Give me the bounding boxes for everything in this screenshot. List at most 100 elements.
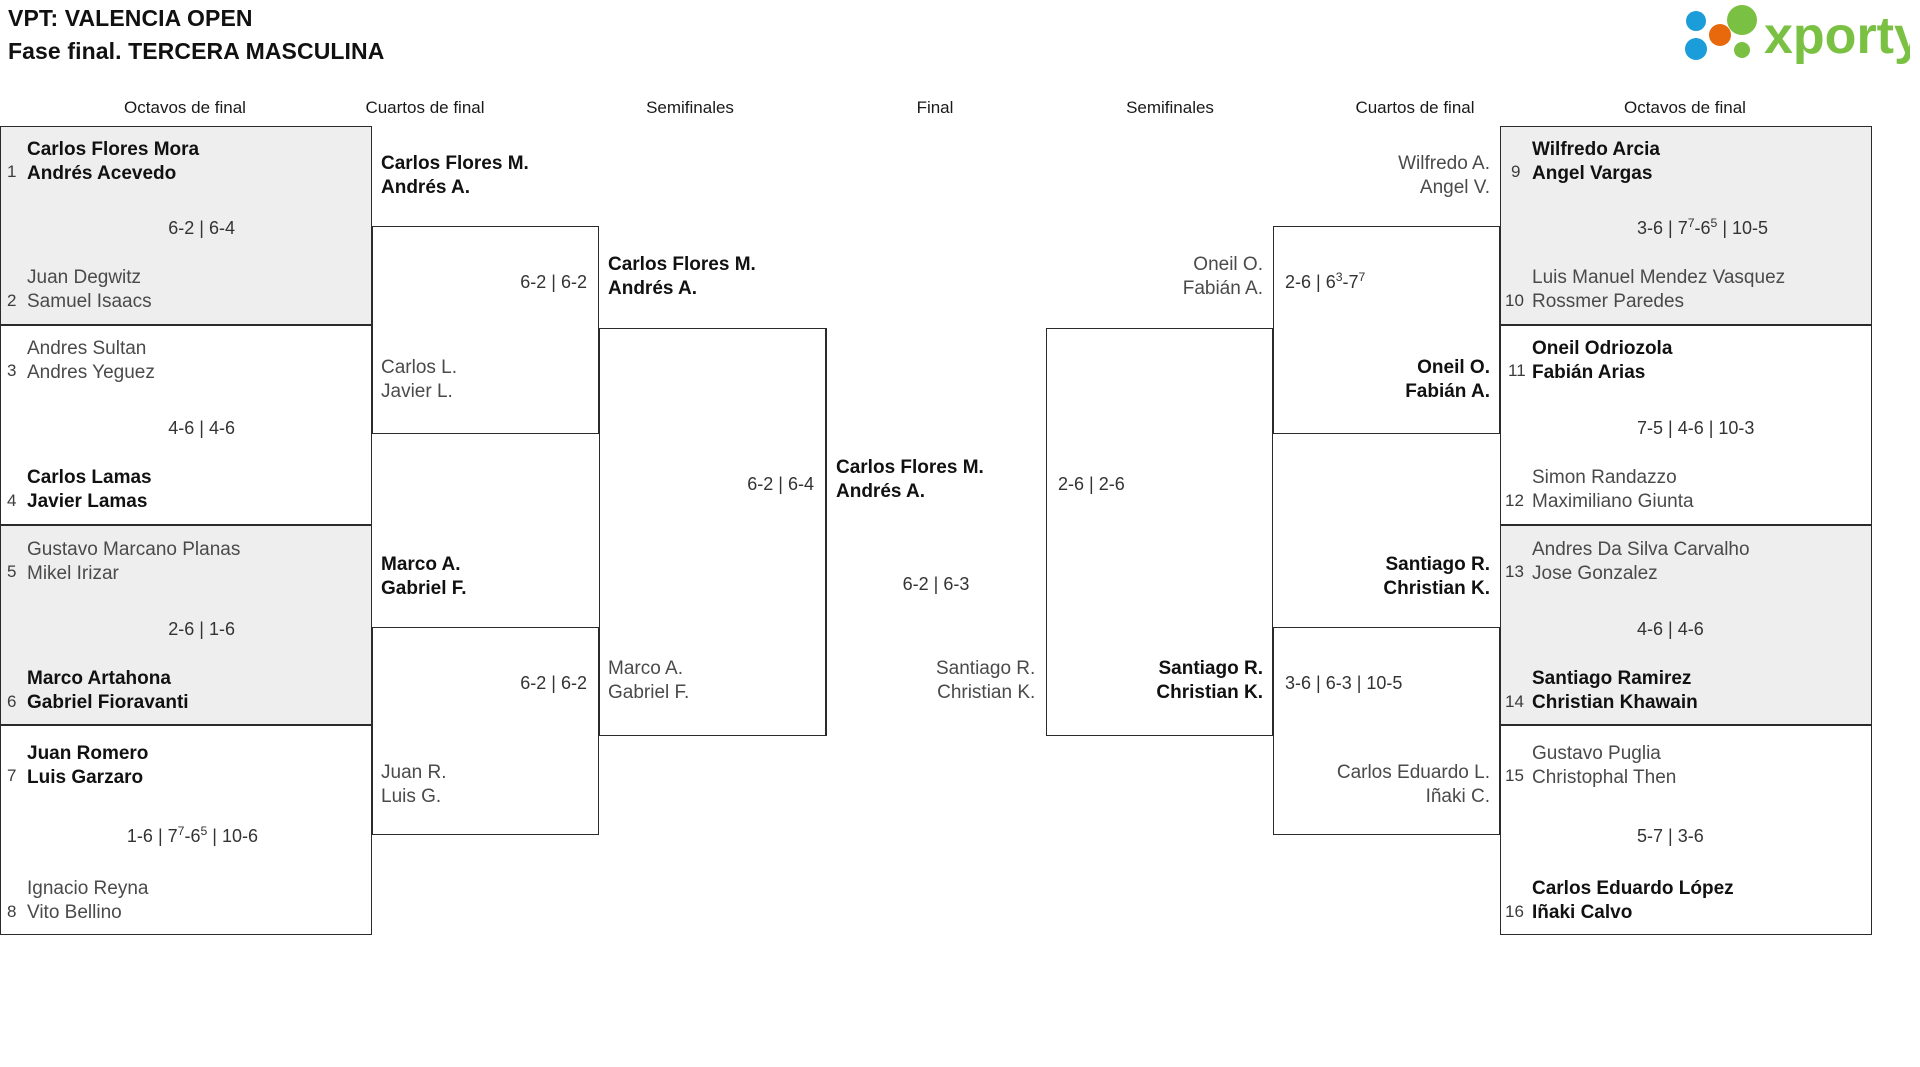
match-box-rsf[interactable]: [1046, 328, 1273, 736]
team-lqf-1-top: Carlos Flores M. Andrés A.: [381, 152, 529, 200]
player-name: Iñaki C.: [1425, 786, 1490, 807]
score-text: 6-2 | 6-4: [747, 474, 814, 494]
score-text: 6-2 | 6-3: [902, 574, 970, 594]
player-name: Gustavo Puglia: [1532, 743, 1661, 764]
player-name: Carlos Eduardo L.: [1336, 762, 1490, 783]
player-name: Gustavo Marcano Planas: [27, 539, 241, 560]
team-rqf-2-bottom: Carlos Eduardo L. Iñaki C.: [1280, 761, 1490, 809]
seed-number-13: 13: [1505, 562, 1524, 581]
seed-number-2: 2: [7, 291, 17, 310]
team-r16-2-top: Oneil Odriozola Fabián Arias: [1532, 337, 1672, 385]
round-label-right-qf: Cuartos de final: [1355, 98, 1475, 117]
team-lqf-1-bottom: Carlos L. Javier L.: [381, 356, 457, 404]
player-name: Christophal Then: [1532, 767, 1677, 788]
match-box-lqf-2[interactable]: [372, 627, 599, 835]
svg-text:xporty: xporty: [1764, 7, 1910, 65]
player-name: Santiago Ramirez: [1532, 668, 1692, 689]
player-name: Fabián A.: [1405, 381, 1490, 402]
seed-number-16: 16: [1505, 902, 1524, 921]
score-r16-2: 7-5 | 4-6 | 10-3: [1637, 418, 1872, 439]
match-box-l16-3[interactable]: [0, 525, 372, 725]
seed-number-6: 6: [7, 692, 17, 711]
match-box-rqf-1[interactable]: [1273, 226, 1500, 434]
team-l16-3-bottom: Marco Artahona Gabriel Fioravanti: [27, 667, 189, 715]
player-name: Carlos Flores M.: [836, 457, 984, 478]
round-label-left-sf: Semifinales: [646, 98, 734, 117]
match-box-l16-2[interactable]: [0, 325, 372, 525]
match-box-r16-4[interactable]: [1500, 725, 1872, 935]
player-name: Marco A.: [608, 658, 683, 679]
score-r16-1: 3-6 | 77-65 | 10-5: [1637, 217, 1872, 239]
score-final: 6-2 | 6-3: [836, 574, 1036, 595]
player-name: Christian Khawain: [1532, 692, 1698, 713]
team-l16-4-bottom: Ignacio Reyna Vito Bellino: [27, 877, 148, 925]
team-r16-4-bottom: Carlos Eduardo López Iñaki Calvo: [1532, 877, 1734, 925]
seed-number-11: 11: [1508, 361, 1526, 380]
player-name: Iñaki Calvo: [1532, 902, 1633, 923]
player-name: Marco A.: [381, 554, 461, 575]
player-name: Vito Bellino: [27, 902, 122, 923]
seed-number-14: 14: [1505, 692, 1524, 711]
score-text: 2-6 | 1-6: [168, 619, 235, 639]
seed-number-3: 3: [7, 361, 17, 380]
player-name: Andrés A.: [836, 481, 926, 502]
team-l16-1-bottom: Juan Degwitz Samuel Isaacs: [27, 266, 152, 314]
score-lqf-2: 6-2 | 6-2: [372, 673, 587, 694]
team-lqf-2-bottom: Juan R. Luis G.: [381, 761, 446, 809]
score-text: 6-2 | 6-2: [520, 673, 587, 693]
player-name: Carlos Flores Mora: [27, 139, 200, 160]
player-name: Carlos L.: [381, 357, 458, 378]
player-name: Santiago R.: [1158, 658, 1263, 679]
score-rqf-2: 3-6 | 6-3 | 10-5: [1285, 673, 1500, 694]
team-r16-3-top: Andres Da Silva Carvalho Jose Gonzalez: [1532, 538, 1750, 586]
tournament-title: VPT: VALENCIA OPEN: [8, 5, 253, 31]
score-l16-3: 2-6 | 1-6: [0, 619, 235, 640]
team-r16-3-bottom: Santiago Ramirez Christian Khawain: [1532, 667, 1698, 715]
title-block: VPT: VALENCIA OPEN Fase final. TERCERA M…: [8, 2, 384, 68]
score-rsf: 2-6 | 2-6: [1058, 474, 1273, 495]
player-name: Mikel Irizar: [27, 563, 119, 584]
team-r16-1-bottom: Luis Manuel Mendez Vasquez Rossmer Pared…: [1532, 266, 1785, 314]
player-name: Gabriel F.: [608, 682, 690, 703]
player-name: Rossmer Paredes: [1532, 291, 1685, 312]
team-lqf-2-top: Marco A. Gabriel F.: [381, 553, 467, 601]
match-box-r16-3[interactable]: [1500, 525, 1872, 725]
match-box-r16-2[interactable]: [1500, 325, 1872, 525]
score-text: 3-6 | 6-3 | 10-5: [1285, 673, 1403, 693]
player-name: Santiago R.: [1385, 554, 1490, 575]
match-box-l16-1[interactable]: [0, 126, 372, 325]
page-header: VPT: VALENCIA OPEN Fase final. TERCERA M…: [0, 0, 1920, 72]
team-final-top: Carlos Flores M. Andrés A.: [836, 456, 984, 504]
match-box-l16-4[interactable]: [0, 725, 372, 935]
player-name: Juan Romero: [27, 743, 149, 764]
xporty-logo[interactable]: xporty: [1680, 5, 1910, 65]
score-l16-1: 6-2 | 6-4: [0, 218, 235, 239]
player-name: Maximiliano Giunta: [1532, 491, 1694, 512]
player-name: Ignacio Reyna: [27, 878, 149, 899]
score-text: 7-5 | 4-6 | 10-3: [1637, 418, 1755, 438]
player-name: Marco Artahona: [27, 668, 171, 689]
player-name: Fabián Arias: [1532, 362, 1646, 383]
player-name: Andrés Acevedo: [27, 163, 177, 184]
score-text: 6-2 | 6-2: [520, 272, 587, 292]
player-name: Gabriel Fioravanti: [27, 692, 189, 713]
match-box-rqf-2[interactable]: [1273, 627, 1500, 835]
team-rsf-bottom: Santiago R. Christian K.: [1073, 657, 1263, 705]
player-name: Christian K.: [937, 682, 1036, 703]
player-name: Christian K.: [1383, 578, 1490, 599]
score-text: 5-7 | 3-6: [1637, 826, 1704, 846]
team-lsf-top: Carlos Flores M. Andrés A.: [608, 253, 756, 301]
team-l16-2-top: Andres Sultan Andres Yeguez: [27, 337, 155, 385]
match-box-r16-1[interactable]: [1500, 126, 1872, 325]
seed-number-15: 15: [1505, 766, 1524, 785]
match-box-lqf-1[interactable]: [372, 226, 599, 434]
match-box-lsf[interactable]: [599, 328, 826, 736]
tournament-subtitle: Fase final. TERCERA MASCULINA: [8, 38, 385, 64]
player-name: Jose Gonzalez: [1532, 563, 1658, 584]
seed-number-5: 5: [7, 562, 17, 581]
player-name: Andres Sultan: [27, 338, 147, 359]
player-name: Luis Garzaro: [27, 767, 144, 788]
player-name: Oneil O.: [1193, 254, 1263, 275]
player-name: Wilfredo A.: [1398, 153, 1490, 174]
score-rqf-1: 2-6 | 63-77: [1285, 271, 1500, 293]
